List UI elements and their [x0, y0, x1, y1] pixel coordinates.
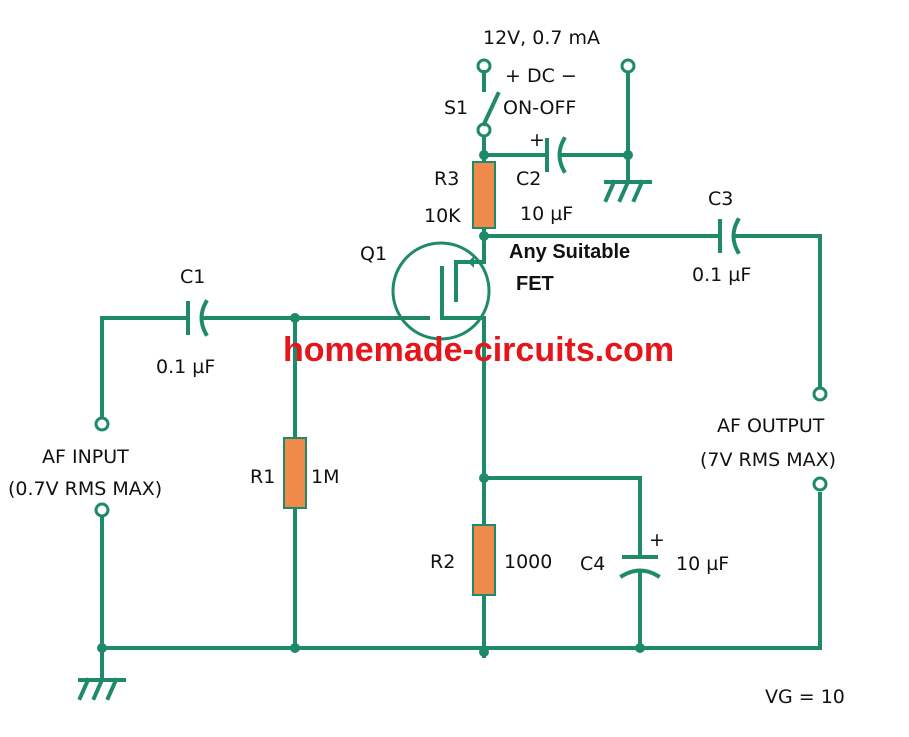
fet-icon	[391, 241, 491, 341]
resistor-icon	[472, 161, 496, 229]
dc-polarity-label: + DC −	[505, 65, 577, 87]
junction-dot	[635, 643, 645, 653]
c2-ref-label: C2	[516, 168, 541, 190]
gain-label: VG = 10	[765, 686, 845, 708]
junction-dot	[290, 643, 300, 653]
terminal-icon	[812, 476, 828, 492]
q1-desc-line2: FET	[516, 273, 554, 295]
capacitor-icon	[718, 217, 741, 255]
output-label-line2: (7V RMS MAX)	[700, 449, 836, 471]
r1-value-label: 1M	[311, 466, 339, 488]
ground-icon	[77, 654, 126, 701]
junction-dot	[290, 313, 300, 323]
junction-dot	[479, 647, 489, 657]
c2-value-label: 10 µF	[520, 203, 573, 225]
switch-ref-label: S1	[444, 97, 468, 119]
junctions	[97, 150, 645, 657]
c3-ref-label: C3	[708, 188, 733, 210]
resistor-icon	[283, 437, 307, 509]
q1-ref-label: Q1	[360, 243, 387, 265]
c1-ref-label: C1	[180, 266, 205, 288]
terminal-icon	[812, 386, 828, 402]
r3-value-label: 10K	[424, 205, 461, 227]
r2-ref-label: R2	[430, 551, 455, 573]
r3-ref-label: R3	[434, 168, 459, 190]
capacitor-icon	[545, 136, 567, 174]
r2-value-label: 1000	[504, 551, 552, 573]
c3-value-label: 0.1 µF	[692, 264, 751, 286]
terminal-icon	[94, 502, 110, 518]
junction-dot	[479, 150, 489, 160]
resistor-icon	[472, 524, 496, 596]
ground-icon	[603, 179, 652, 203]
junction-dot	[479, 473, 489, 483]
input-label-line1: AF INPUT	[42, 446, 129, 468]
capacitor-icon	[619, 555, 661, 579]
c4-value-label: 10 µF	[676, 553, 729, 575]
c2-polarity-label: +	[529, 129, 545, 151]
c4-polarity-label: +	[649, 529, 665, 551]
switch-label: ON-OFF	[503, 97, 576, 119]
junction-dot	[479, 231, 489, 241]
supply-rating-label: 12V, 0.7 mA	[483, 27, 600, 49]
capacitor-icon	[186, 299, 209, 337]
switch-icon	[481, 91, 501, 127]
r1-ref-label: R1	[250, 466, 275, 488]
c1-value-label: 0.1 µF	[156, 356, 215, 378]
output-label-line1: AF OUTPUT	[717, 415, 825, 437]
c4-ref-label: C4	[580, 553, 605, 575]
junction-dot	[97, 643, 107, 653]
input-label-line2: (0.7V RMS MAX)	[8, 478, 162, 500]
watermark-text: homemade-circuits.com	[283, 331, 674, 369]
terminal-icon	[94, 416, 110, 432]
junction-dot	[623, 150, 633, 160]
terminal-icon	[620, 58, 636, 74]
q1-desc-line1: Any Suitable	[509, 241, 630, 263]
